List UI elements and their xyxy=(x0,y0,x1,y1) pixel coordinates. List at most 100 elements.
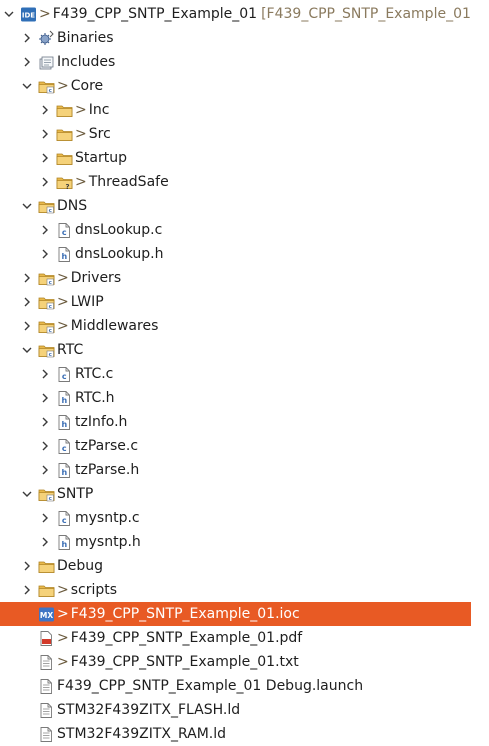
tree-item[interactable]: F439_CPP_SNTP_Example_01 Debug.launch xyxy=(0,674,471,698)
tree-item[interactable]: c >LWIP xyxy=(0,290,471,314)
chevron-right-icon[interactable] xyxy=(38,223,52,237)
twisty-spacer xyxy=(20,631,34,645)
includes-icon xyxy=(38,54,55,71)
tree-item[interactable]: c RTC xyxy=(0,338,471,362)
text-file-icon xyxy=(38,654,55,671)
tree-item[interactable]: c >Drivers xyxy=(0,266,471,290)
svg-text:c: c xyxy=(49,496,52,502)
tree-item[interactable]: c tzParse.c xyxy=(0,434,489,458)
chevron-right-icon[interactable] xyxy=(38,103,52,117)
tree-item[interactable]: c RTC.c xyxy=(0,362,489,386)
tree-item[interactable]: >Src xyxy=(0,122,489,146)
svg-text:h: h xyxy=(61,396,67,405)
tree-item[interactable]: h RTC.h xyxy=(0,386,489,410)
tree-item-label: Inc xyxy=(88,102,110,118)
tree-item[interactable]: c SNTP xyxy=(0,482,471,506)
tree-item[interactable]: h tzInfo.h xyxy=(0,410,489,434)
tree-item-label: dnsLookup.c xyxy=(75,222,163,238)
chevron-right-icon[interactable] xyxy=(20,31,34,45)
tree-item[interactable]: h tzParse.h xyxy=(0,458,489,482)
tree-item[interactable]: STM32F439ZITX_RAM.ld xyxy=(0,722,471,746)
tree-item[interactable]: MX >F439_CPP_SNTP_Example_01.ioc xyxy=(0,602,471,626)
vcs-changed-marker: > xyxy=(75,174,87,190)
chevron-down-icon[interactable] xyxy=(20,199,34,213)
tree-item-label: F439_CPP_SNTP_Example_01.pdf xyxy=(70,630,303,646)
tree-item[interactable]: Debug xyxy=(0,554,471,578)
tree-item-label: RTC.c xyxy=(75,366,114,382)
h-file-icon: h xyxy=(56,462,73,479)
tree-item[interactable]: c mysntp.c xyxy=(0,506,489,530)
chevron-right-icon[interactable] xyxy=(20,295,34,309)
svg-text:c: c xyxy=(62,228,67,237)
chevron-right-icon[interactable] xyxy=(20,319,34,333)
tree-item[interactable]: >F439_CPP_SNTP_Example_01.pdf xyxy=(0,626,471,650)
tree-item-label: Includes xyxy=(57,54,116,70)
tree-item-label: STM32F439ZITX_RAM.ld xyxy=(57,726,227,742)
tree-item[interactable]: c >Middlewares xyxy=(0,314,471,338)
source-folder-icon: c xyxy=(38,270,55,287)
chevron-right-icon[interactable] xyxy=(38,439,52,453)
chevron-right-icon[interactable] xyxy=(20,583,34,597)
chevron-right-icon[interactable] xyxy=(38,247,52,261)
chevron-right-icon[interactable] xyxy=(38,175,52,189)
ld-file-icon xyxy=(38,726,55,743)
folder-question-icon: ? xyxy=(56,174,73,191)
chevron-right-icon[interactable] xyxy=(38,463,52,477)
tree-item[interactable]: Includes xyxy=(0,50,471,74)
tree-item[interactable]: >scripts xyxy=(0,578,471,602)
chevron-right-icon[interactable] xyxy=(20,559,34,573)
vcs-changed-marker: > xyxy=(57,270,69,286)
twisty-spacer xyxy=(20,703,34,717)
folder-icon xyxy=(38,582,55,599)
folder-icon xyxy=(38,558,55,575)
chevron-down-icon[interactable] xyxy=(2,7,16,21)
chevron-down-icon[interactable] xyxy=(20,343,34,357)
twisty-spacer xyxy=(20,607,34,621)
chevron-right-icon[interactable] xyxy=(20,271,34,285)
svg-text:c: c xyxy=(49,328,52,334)
tree-item-label: Debug xyxy=(57,558,104,574)
h-file-icon: h xyxy=(56,534,73,551)
vcs-changed-marker: > xyxy=(57,654,69,670)
binaries-icon xyxy=(38,30,55,47)
chevron-right-icon[interactable] xyxy=(20,55,34,69)
tree-item[interactable]: >F439_CPP_SNTP_Example_01.txt xyxy=(0,650,471,674)
tree-item[interactable]: IDE >F439_CPP_SNTP_Example_01[F439_CPP_S… xyxy=(0,2,471,26)
chevron-right-icon[interactable] xyxy=(38,127,52,141)
tree-item[interactable]: c dnsLookup.c xyxy=(0,218,489,242)
tree-item[interactable]: Startup xyxy=(0,146,489,170)
tree-item[interactable]: Binaries xyxy=(0,26,471,50)
folder-icon xyxy=(56,150,73,167)
vcs-changed-marker: > xyxy=(57,78,69,94)
tree-item[interactable]: STM32F439ZITX_FLASH.ld xyxy=(0,698,471,722)
chevron-right-icon[interactable] xyxy=(38,367,52,381)
project-explorer-tree: IDE >F439_CPP_SNTP_Example_01[F439_CPP_S… xyxy=(0,2,471,742)
tree-item-label: RTC.h xyxy=(75,390,115,406)
chevron-right-icon[interactable] xyxy=(38,415,52,429)
tree-item[interactable]: c >Core xyxy=(0,74,471,98)
tree-item[interactable]: h dnsLookup.h xyxy=(0,242,489,266)
tree-item-label: STM32F439ZITX_FLASH.ld xyxy=(57,702,241,718)
chevron-right-icon[interactable] xyxy=(38,511,52,525)
chevron-right-icon[interactable] xyxy=(38,151,52,165)
chevron-right-icon[interactable] xyxy=(38,535,52,549)
folder-icon xyxy=(56,102,73,119)
tree-item[interactable]: ? >ThreadSafe xyxy=(0,170,489,194)
tree-item[interactable]: h mysntp.h xyxy=(0,530,489,554)
tree-item[interactable]: >Inc xyxy=(0,98,489,122)
chevron-right-icon[interactable] xyxy=(38,391,52,405)
twisty-spacer xyxy=(20,727,34,741)
chevron-down-icon[interactable] xyxy=(20,79,34,93)
svg-text:IDE: IDE xyxy=(22,11,35,19)
svg-text:c: c xyxy=(49,304,52,310)
h-file-icon: h xyxy=(56,390,73,407)
source-folder-icon: c xyxy=(38,486,55,503)
tree-item[interactable]: c DNS xyxy=(0,194,471,218)
tree-item-label: Binaries xyxy=(57,30,114,46)
mx-file-icon: MX xyxy=(38,606,55,623)
ide-project-icon: IDE xyxy=(20,6,37,23)
chevron-down-icon[interactable] xyxy=(20,487,34,501)
tree-item-label: Core xyxy=(70,78,104,94)
svg-text:c: c xyxy=(62,516,67,525)
source-folder-icon: c xyxy=(38,198,55,215)
